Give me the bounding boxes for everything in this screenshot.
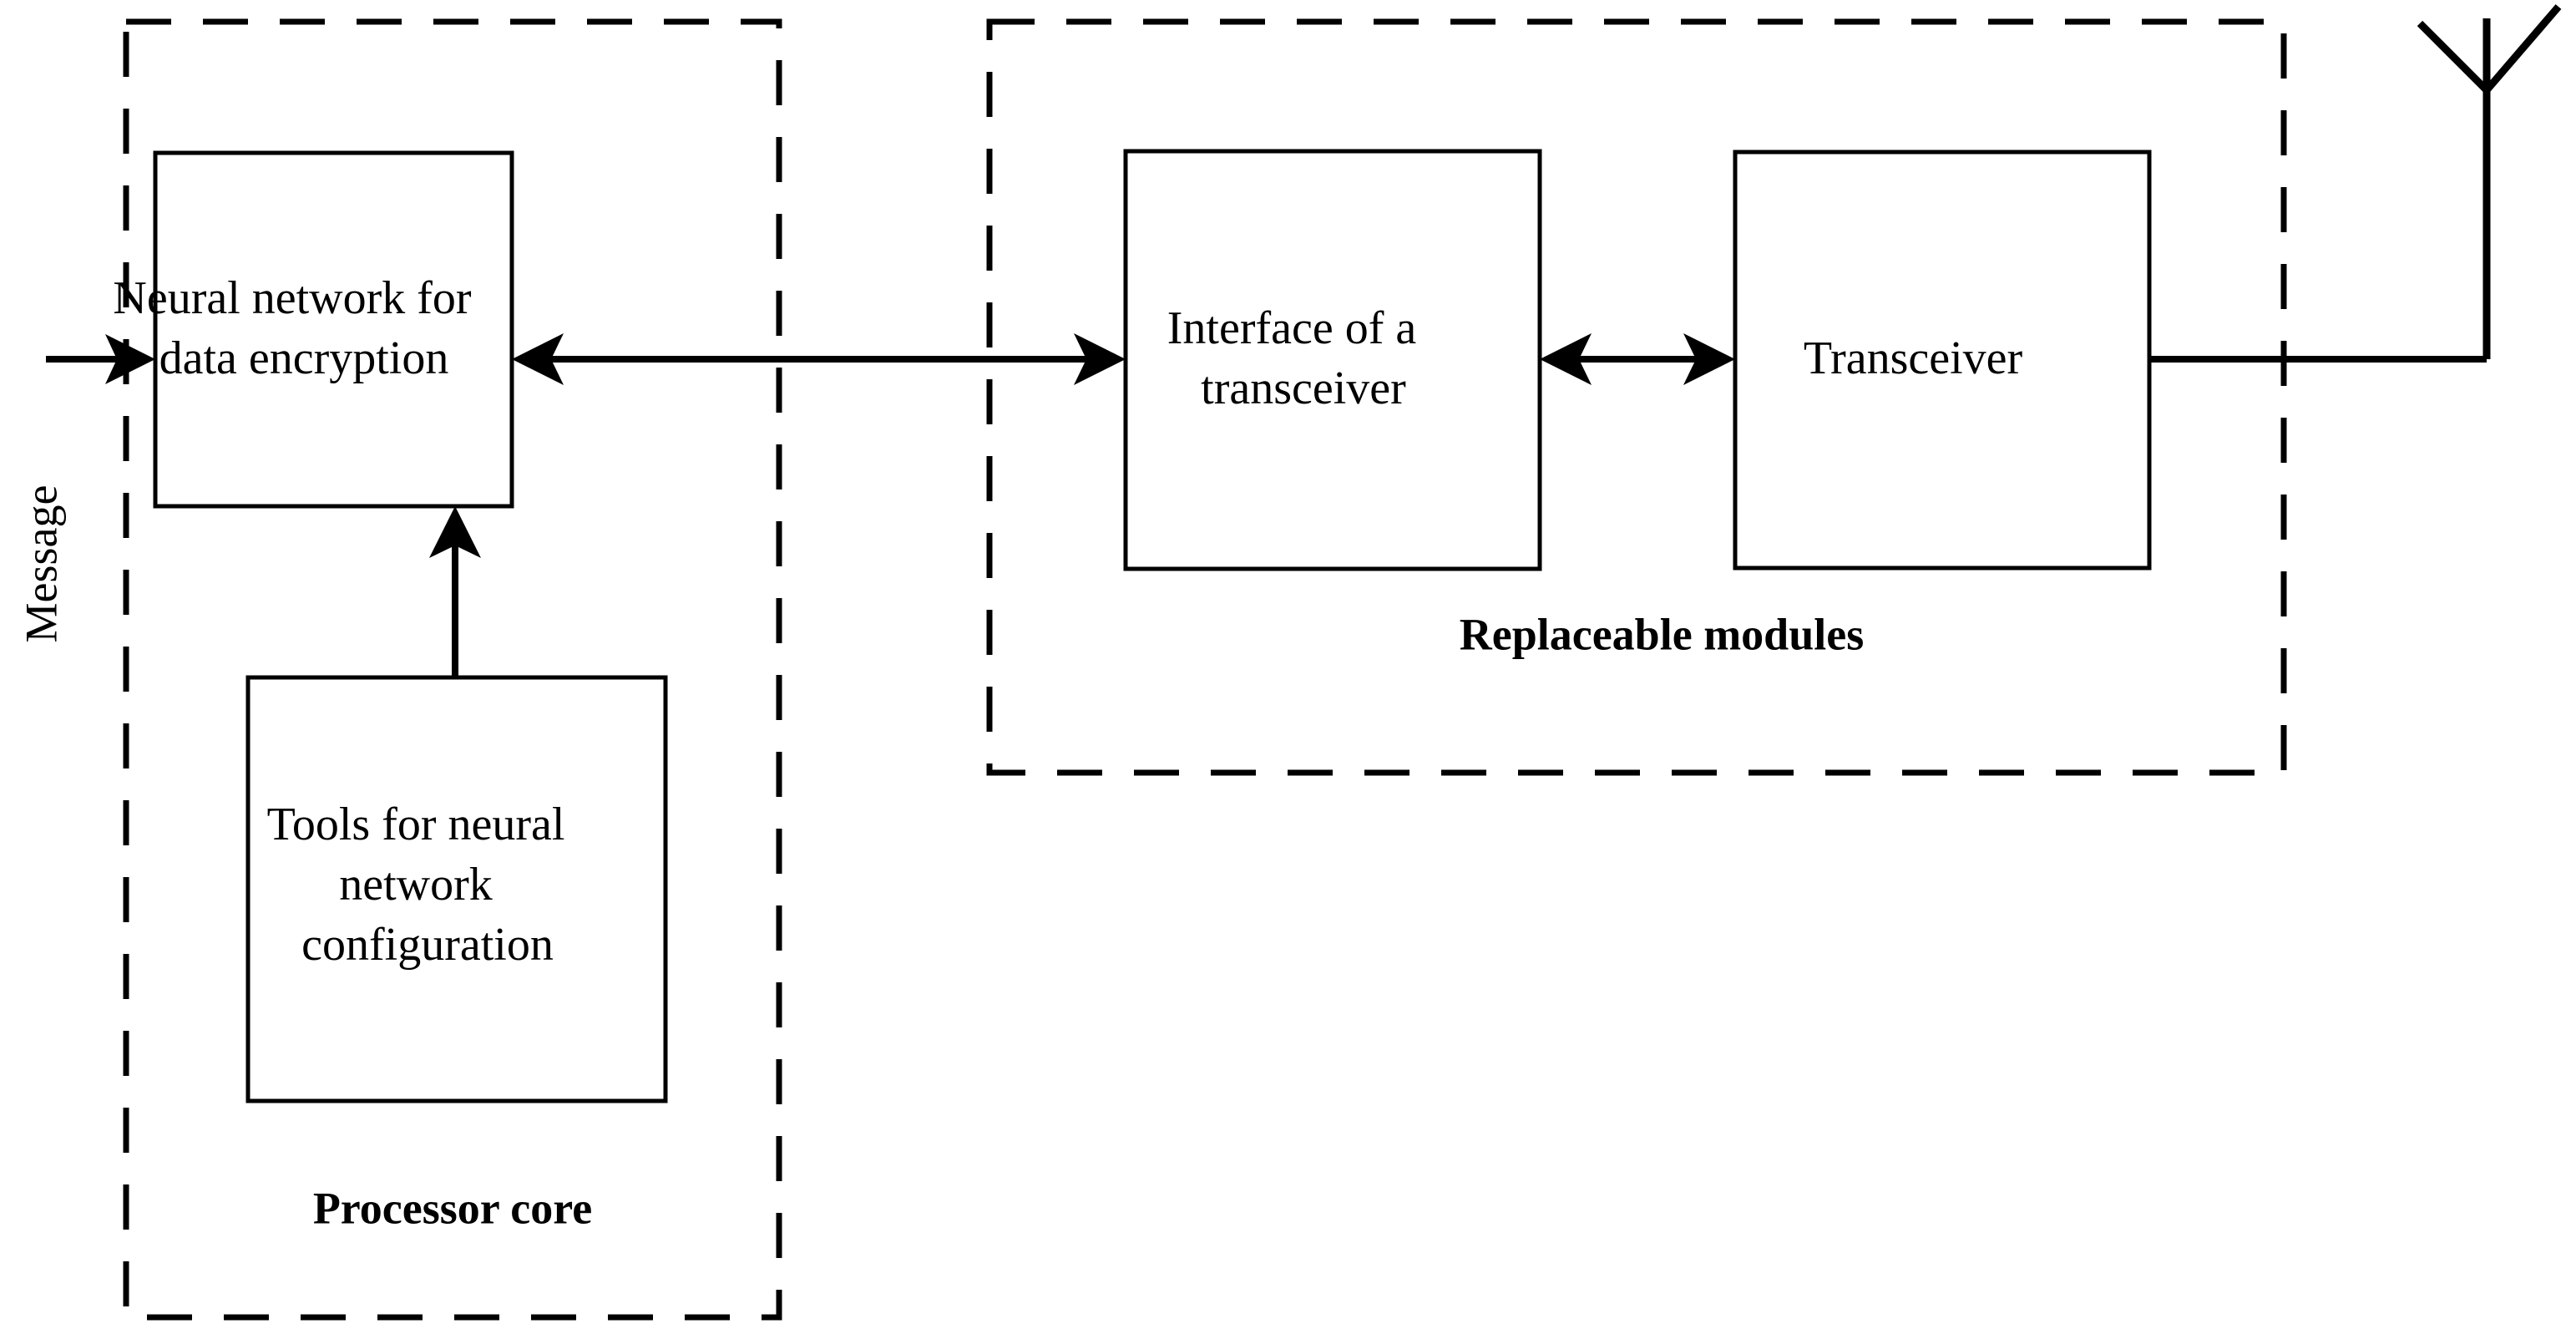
box-tools-config-label: Tools for neural network configuration bbox=[267, 799, 647, 971]
core-to-modules-arrowhead-right bbox=[1074, 333, 1126, 385]
core-to-modules-arrowhead-left bbox=[512, 333, 564, 385]
box-tools-config[interactable] bbox=[245, 675, 668, 1103]
interface-to-transceiver-arrowhead-right bbox=[1683, 333, 1735, 385]
group-label-processor-core: Processor core bbox=[313, 1183, 592, 1233]
box-transceiver-label: Transceiver bbox=[1804, 329, 2081, 384]
antenna-left-arm bbox=[2417, 20, 2490, 94]
antenna-right-arm bbox=[2483, 4, 2562, 93]
group-label-replaceable-modules: Replaceable modules bbox=[1460, 609, 1864, 659]
group-replaceable-modules-border bbox=[986, 18, 2287, 776]
message-input-arrowhead bbox=[105, 334, 155, 384]
box-neural-network[interactable] bbox=[153, 150, 514, 509]
group-processor-core-border bbox=[123, 18, 782, 1321]
edge-tools-to-neural-network bbox=[429, 506, 481, 677]
box-transceiver[interactable] bbox=[1733, 150, 2152, 571]
box-interface-transceiver-label: Interface of a transceiver bbox=[1167, 302, 1498, 414]
edge-core-to-modules bbox=[512, 333, 1126, 385]
box-neural-network-label: Neural network for data encryption bbox=[113, 272, 553, 384]
interface-to-transceiver-arrowhead-left bbox=[1540, 333, 1592, 385]
message-label: Message bbox=[16, 485, 66, 643]
group-processor-core bbox=[123, 18, 782, 1321]
edge-message-input bbox=[46, 334, 155, 384]
antenna-icon bbox=[2417, 4, 2562, 359]
tools-to-neural-network-arrowhead bbox=[429, 506, 481, 558]
group-replaceable-modules bbox=[986, 18, 2287, 776]
edge-interface-to-transceiver bbox=[1540, 333, 1735, 385]
box-interface-transceiver[interactable] bbox=[1123, 149, 1542, 571]
